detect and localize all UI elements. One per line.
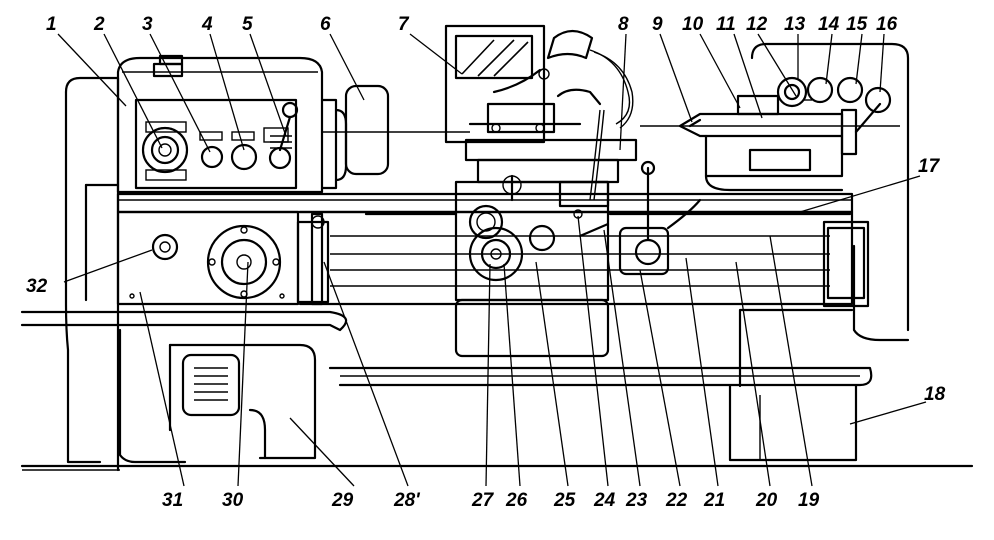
cross-slide-toolpost (464, 102, 638, 184)
callout-6: 6 (320, 14, 331, 35)
callout-5: 5 (242, 14, 253, 35)
lamp-arm (546, 29, 634, 201)
floor-line (20, 464, 974, 471)
callout-32: 32 (26, 276, 48, 297)
callout-27: 27 (471, 490, 495, 511)
callout-10: 10 (682, 14, 704, 35)
callout-25: 25 (553, 490, 576, 511)
callout-30: 30 (222, 490, 244, 511)
callout-8: 8 (618, 14, 629, 35)
callout-2: 2 (93, 14, 105, 35)
headstock (116, 54, 324, 194)
lead-screw (618, 160, 702, 276)
carriage-apron (454, 174, 610, 358)
callout-21: 21 (703, 490, 725, 511)
callout-26: 26 (505, 490, 528, 511)
lathe-bed (116, 192, 854, 306)
callout-13: 13 (784, 14, 806, 35)
callout-16: 16 (876, 14, 898, 35)
callout-labels: 1 2 3 4 5 6 7 8 9 10 11 12 13 14 15 16 1… (26, 14, 946, 511)
spindle-chuck (320, 84, 470, 190)
callout-3: 3 (142, 14, 153, 35)
callout-17: 17 (918, 156, 941, 177)
callout-23: 23 (625, 490, 648, 511)
callout-31: 31 (162, 490, 183, 511)
callout-1: 1 (46, 14, 57, 35)
callout-15: 15 (846, 14, 868, 35)
callout-4: 4 (201, 14, 213, 35)
callout-29: 29 (331, 490, 354, 511)
callout-20: 20 (755, 490, 778, 511)
callout-28: 28' (393, 490, 421, 511)
feed-rod-bracket (296, 212, 330, 306)
callout-9: 9 (652, 14, 663, 35)
chip-tray (20, 310, 873, 387)
tailstock (640, 86, 900, 192)
electrical-cabinet (750, 42, 910, 342)
leader-lines (57, 33, 927, 487)
chip-guard-shield (444, 24, 550, 144)
callout-14: 14 (818, 14, 840, 35)
callout-24: 24 (593, 490, 616, 511)
callout-12: 12 (746, 14, 768, 35)
pedestal-vent-grille (181, 353, 241, 417)
callout-11: 11 (716, 14, 736, 35)
callout-19: 19 (798, 490, 820, 511)
left-pedestal (64, 76, 317, 472)
callout-22: 22 (665, 490, 688, 511)
callout-18: 18 (924, 384, 946, 405)
callout-7: 7 (398, 14, 410, 35)
gearbox (116, 210, 300, 306)
right-pedestal (728, 220, 870, 462)
